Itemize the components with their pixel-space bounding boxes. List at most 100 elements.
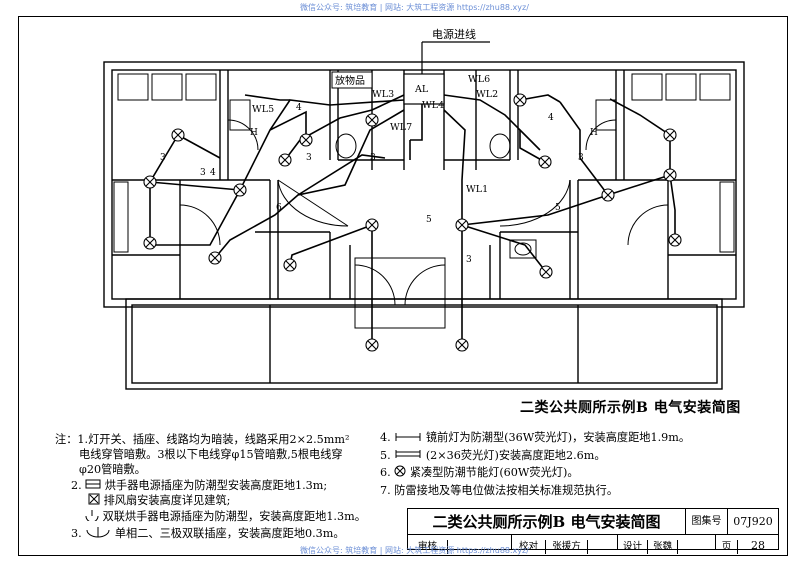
wire-count: 3 — [578, 153, 584, 163]
watermark-top: 微信公众号: 筑培教育 | 网站: 大筑工程资源 https://zhu88.x… — [300, 3, 529, 12]
review-signature — [448, 535, 512, 549]
hand-dryer-mark: H — [250, 128, 258, 138]
lamp-symbol — [171, 128, 185, 142]
page-number: 28 — [751, 539, 765, 552]
note-text: 单相二、三极双联插座，安装高度距地0.3m。 — [114, 526, 345, 540]
check-label: 校对 — [512, 540, 546, 554]
note-text: 紧凑型防潮节能灯(60W荧光灯)。 — [409, 466, 579, 479]
double-socket-icon — [85, 509, 99, 525]
circuit-label: WL4 — [422, 100, 444, 111]
lamp-symbol — [365, 113, 379, 127]
title-block: 二类公共厕所示例B 电气安装简图 图集号 07J920 审核 校对张援方 设计张魏 页… — [407, 508, 779, 554]
design-label: 设计 — [618, 540, 648, 554]
wire-count: 4 — [296, 103, 302, 113]
watermark-bottom: 微信公众号: 筑培教育 | 网站: 大筑工程资源 https://zhu88.x… — [300, 546, 529, 555]
fluorescent-lamp-icon — [394, 447, 422, 464]
circuit-labels: WL1 WL2 WL3 WL4 WL5 WL6 WL7 — [252, 74, 498, 195]
wire-count: 5 — [555, 203, 561, 213]
hand-dryer-marks: H H — [250, 128, 598, 138]
sanitary-fixtures — [113, 73, 735, 259]
wire-count: 3 — [370, 153, 376, 163]
exhaust-fan-icon — [88, 493, 100, 509]
note-num: 1. — [77, 433, 89, 446]
checker-name: 张援方 — [546, 540, 588, 554]
notes-left: 注：1.灯开关、插座、线路均为暗装，线路采用2×2.5mm² 电线穿管暗敷。3根… — [55, 432, 385, 542]
note-text: 镜前灯为防潮型(36W荧光灯)，安装高度距地1.9m。 — [425, 431, 691, 444]
drawing-caption: 二类公共厕所示例B 电气安装简图 — [520, 400, 741, 416]
wire-count: 3 — [466, 255, 472, 265]
lamp-symbol — [233, 183, 247, 197]
note-text: (2×36荧光灯)安装高度距地2.6m。 — [425, 448, 606, 462]
power-inlet — [403, 41, 490, 105]
note-text: 双联烘手器电源插座为防潮型，安装高度距地1.3m。 — [102, 510, 366, 524]
lamp-symbol — [365, 338, 379, 352]
lamp-symbol — [668, 233, 682, 247]
duplex-outlet-icon — [85, 526, 111, 542]
circuit-label: WL2 — [476, 89, 498, 100]
checker-signature — [588, 535, 618, 549]
circuit-label: WL5 — [252, 104, 274, 115]
lamp-symbol — [539, 265, 553, 279]
lamp-symbol — [365, 218, 379, 232]
power-inlet-label: 电源进线 — [432, 27, 476, 41]
review-label: 审核 — [408, 540, 448, 554]
sheet-border — [18, 16, 788, 556]
note-text: 防雷接地及等电位做法按相关标准规范执行。 — [394, 483, 619, 497]
hand-dryer-socket-icon — [85, 478, 101, 493]
circuit-label: WL3 — [372, 89, 394, 100]
lamp-symbol — [455, 338, 469, 352]
lamp-symbol — [513, 93, 527, 107]
lamp-symbol — [143, 175, 157, 189]
wire-count: 4 — [210, 168, 216, 178]
lamp-symbol — [143, 236, 157, 250]
circuit-label: WL1 — [466, 184, 488, 195]
note-num: 2. — [71, 478, 82, 492]
note-text: φ20管暗敷。 — [79, 463, 146, 477]
wiring-runs — [148, 94, 676, 345]
circuit-label: WL7 — [390, 122, 412, 133]
lamp-symbol — [299, 133, 313, 147]
title-block-title: 二类公共厕所示例B 电气安装简图 — [408, 509, 686, 535]
note-num: 6. — [380, 466, 391, 479]
note-num: 7. — [380, 483, 391, 497]
page-label: 页 — [716, 540, 738, 554]
lamp-symbol — [283, 258, 297, 272]
lamp-symbols — [143, 93, 682, 352]
lamp-symbol — [455, 218, 469, 232]
lamp-symbol — [663, 128, 677, 142]
wire-count: 4 — [548, 113, 554, 123]
storage-room-label: 放物品 — [335, 74, 365, 87]
note-num: 5. — [380, 448, 391, 462]
lamp-symbol — [278, 153, 292, 167]
electrical-floor-plan: 电源进线 放物品 AL — [103, 27, 745, 390]
notes-prefix: 注： — [55, 433, 78, 446]
wire-count-marks: 3 3 4 6 5 5 3 4 4 3 3 3 — [160, 103, 584, 265]
atlas-number-label: 图集号 — [686, 509, 728, 535]
lamp-symbol — [601, 188, 615, 202]
energy-saving-lamp-icon — [394, 465, 406, 482]
notes-right: 4. 镜前灯为防潮型(36W荧光灯)，安装高度距地1.9m。 5. (2×36荧… — [380, 429, 760, 499]
hand-dryer-mark: H — [590, 128, 598, 138]
note-text: 烘手器电源插座为防潮型安装高度距地1.3m; — [104, 478, 328, 492]
designer-name: 张魏 — [648, 540, 678, 554]
wire-count: 3 — [306, 153, 312, 163]
panel-label-al: AL — [414, 84, 429, 95]
wire-count: 6 — [276, 203, 282, 213]
note-text: 灯开关、插座、线路均为暗装，线路采用2×2.5mm² — [88, 433, 350, 446]
lamp-symbol — [208, 251, 222, 265]
lamp-symbol — [663, 168, 677, 182]
lamp-symbol — [538, 155, 552, 169]
wire-count: 3 — [160, 153, 166, 163]
atlas-number: 07J920 — [728, 509, 778, 535]
note-text: 排风扇安装高度详见建筑; — [103, 494, 231, 508]
note-num: 3. — [71, 526, 82, 540]
wire-count: 5 — [426, 215, 432, 225]
circuit-label: WL6 — [468, 74, 490, 85]
door-swings — [179, 119, 669, 329]
note-text: 电线穿管暗敷。3根以下电线穿φ15管暗敷,5根电线穿 — [79, 448, 343, 462]
title-block-signatures: 审核 校对张援方 设计张魏 页 28 — [408, 535, 778, 554]
building-walls — [103, 61, 745, 390]
wire-count: 3 — [200, 168, 206, 178]
mirror-lamp-icon — [394, 430, 422, 447]
